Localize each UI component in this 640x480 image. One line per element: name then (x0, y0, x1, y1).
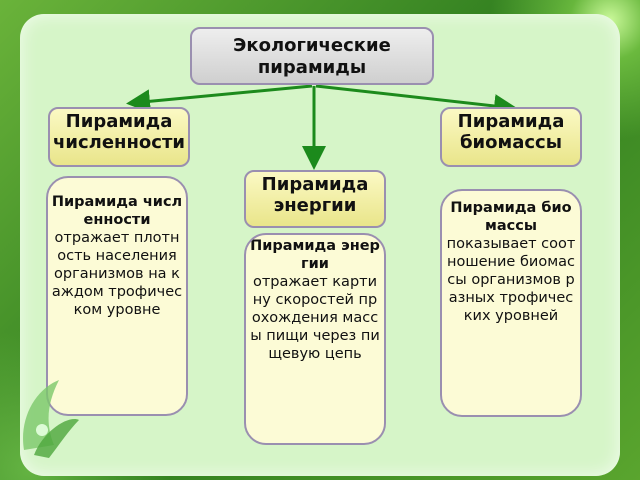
card-numbers-text: отражает плотность населения организмов … (51, 230, 183, 318)
card-biomass: Пирамида биомассы показывает соотношение… (440, 189, 582, 417)
header-numbers-text: Пирамида численности (53, 111, 185, 153)
header-biomass-text: Пирамида биомассы (457, 111, 565, 153)
card-numbers: Пирамида численности отражает плотность … (46, 176, 188, 416)
card-energy-text: отражает картину скоростей прохождения м… (250, 274, 380, 362)
header-energy: Пирамида энергии (244, 170, 386, 228)
card-numbers-title: Пирамида численности (51, 194, 183, 228)
header-energy-text: Пирамида энергии (261, 174, 369, 216)
header-numbers: Пирамида численности (48, 107, 190, 167)
arrow-to-right (315, 84, 518, 118)
arrow-to-left (126, 84, 313, 114)
title-box: Экологические пирамиды (190, 27, 434, 85)
card-energy-title: Пирамида энергии (250, 238, 380, 272)
decorative-leaf-icon (23, 380, 79, 458)
header-biomass: Пирамида биомассы (440, 107, 582, 167)
card-energy: Пирамида энергии отражает картину скорос… (244, 233, 386, 445)
title-text: Экологические пирамиды (233, 35, 391, 78)
card-biomass-text: показывает соотношение биомассы организм… (446, 236, 576, 324)
card-biomass-title: Пирамида биомассы (450, 200, 572, 234)
